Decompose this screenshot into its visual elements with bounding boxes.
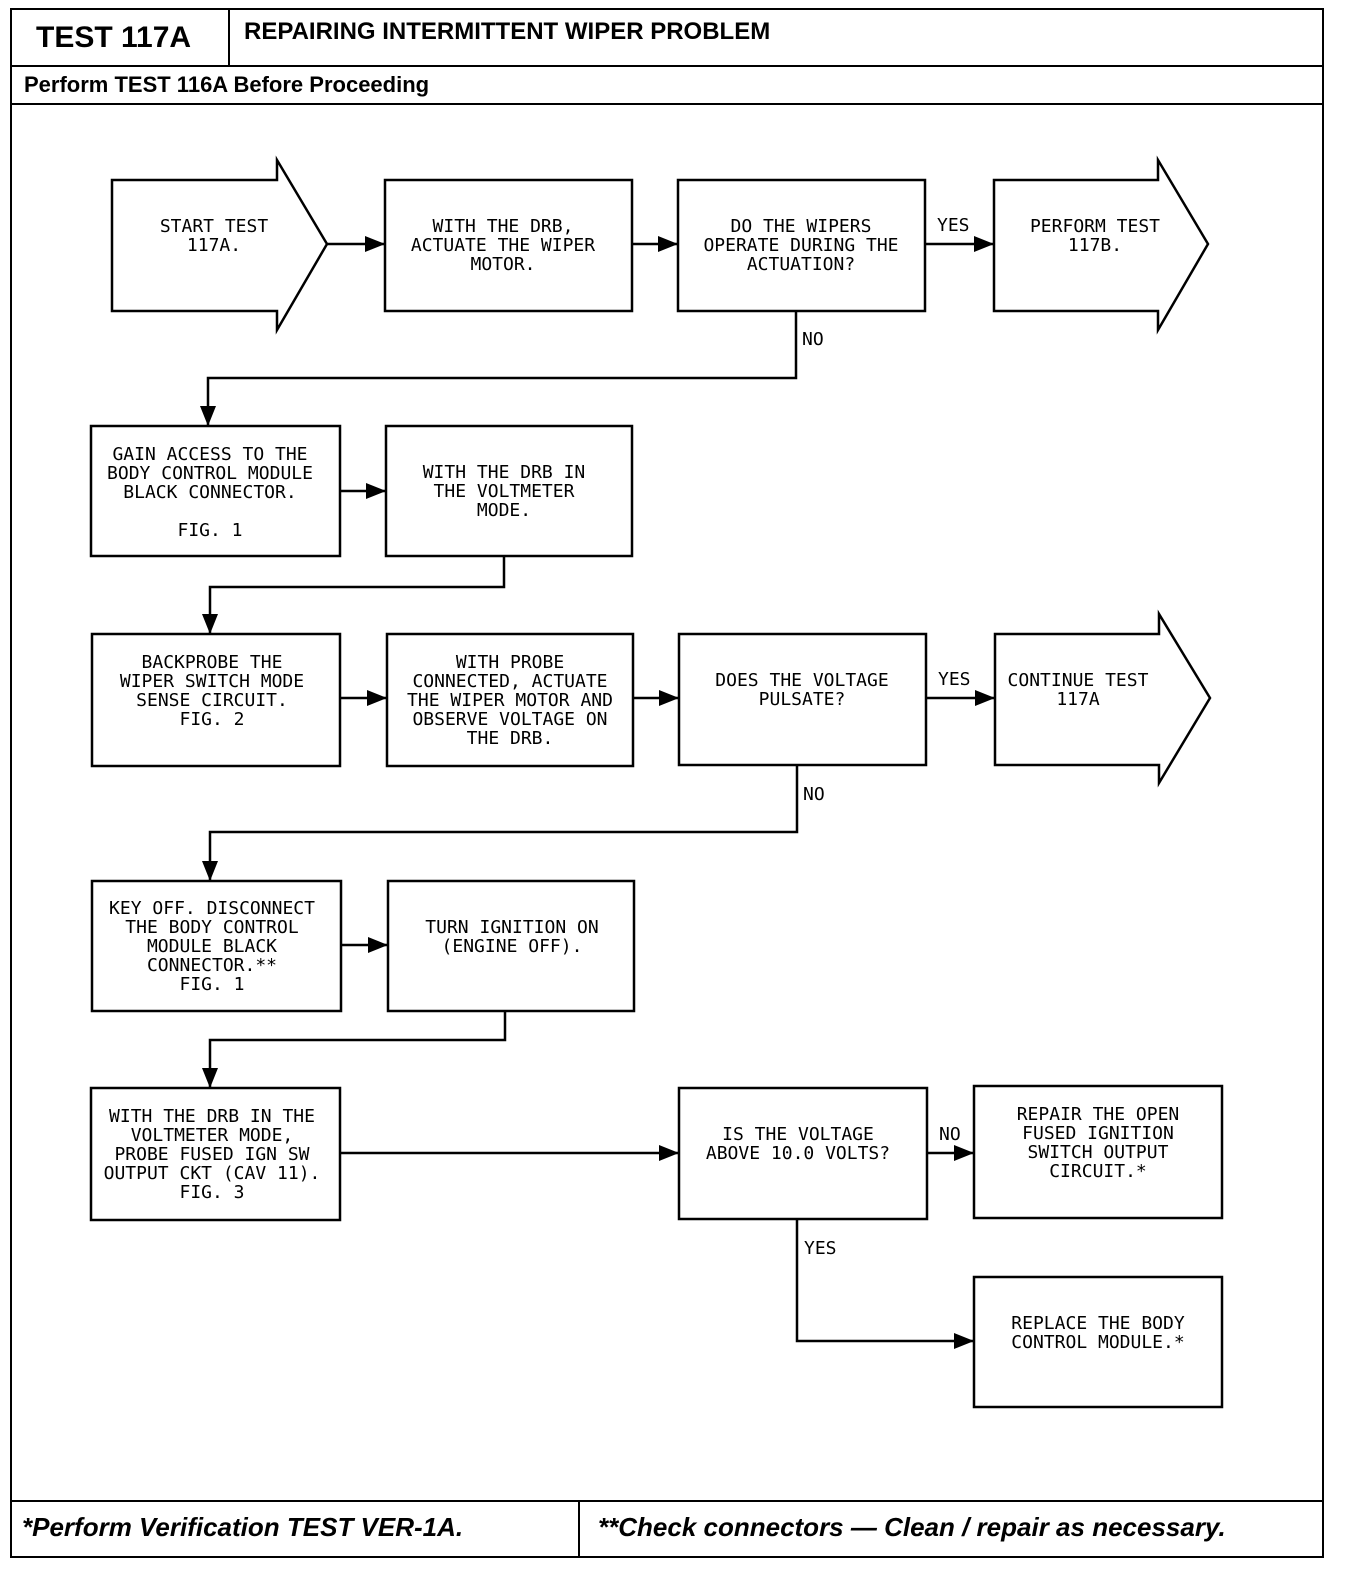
- node-text-line: THE BODY CONTROL: [125, 917, 299, 938]
- node-text-line: 117B.: [1068, 235, 1122, 256]
- connector-voltmeter-to-backprobe: [202, 556, 506, 634]
- footer-verification-note: *Perform Verification TEST VER-1A.: [22, 1512, 464, 1542]
- connector-yes-to-replace: [795, 1219, 974, 1349]
- continue-117a-arrow-shape: [993, 609, 1212, 788]
- node-text-line: CONNECTOR.**: [147, 955, 277, 976]
- node-text-line: CIRCUIT.*: [1049, 1161, 1147, 1182]
- test-procedure-sheet: TEST 117A REPAIRING INTERMITTENT WIPER P…: [10, 8, 1324, 1558]
- node-text-line: ACTUATION?: [747, 254, 855, 275]
- connector-ignition-to-probe: [202, 1011, 507, 1088]
- prerequisite-row: Perform TEST 116A Before Proceeding: [12, 67, 1322, 105]
- connector-no-to-gain-access: [200, 311, 798, 426]
- node-text-line: 117A.: [187, 235, 241, 256]
- node-text-line: WITH THE DRB,: [433, 216, 574, 237]
- header-row: TEST 117A REPAIRING INTERMITTENT WIPER P…: [12, 10, 1322, 67]
- node-text-line: MOTOR.: [470, 254, 535, 275]
- node-text-line: 117A: [1056, 689, 1100, 710]
- footer-divider: [578, 1502, 580, 1556]
- node-text-line: ACTUATE THE WIPER: [411, 235, 595, 256]
- node-text-line: START TEST: [160, 216, 269, 237]
- node-text-line: TURN IGNITION ON: [425, 917, 598, 938]
- node-text-line: FUSED IGNITION: [1022, 1123, 1174, 1144]
- node-text-line: THE DRB.: [467, 728, 554, 749]
- footer: *Perform Verification TEST VER-1A. **Che…: [12, 1500, 1322, 1556]
- node-text-line: MODULE BLACK: [147, 936, 277, 957]
- node-text-line: WITH THE DRB IN: [423, 462, 586, 483]
- node-text-line: FIG. 1: [177, 520, 242, 541]
- node-text-line: DO THE WIPERS: [731, 216, 872, 237]
- node-text-line: REPAIR THE OPEN: [1017, 1104, 1180, 1125]
- node-text-line: KEY OFF. DISCONNECT: [109, 898, 315, 919]
- observe-box: [385, 632, 635, 768]
- footer-connector-note: **Check connectors — Clean / repair as n…: [598, 1512, 1226, 1542]
- node-text-line: BODY CONTROL MODULE: [107, 463, 313, 484]
- wipers-question-box: [676, 178, 927, 313]
- node-text-line: SWITCH OUTPUT: [1028, 1142, 1169, 1163]
- connector-no-to-key-off: [202, 765, 799, 881]
- edge-label-yes-1: YES: [937, 215, 970, 236]
- node-text-line: WITH PROBE: [456, 652, 564, 673]
- node-text-line: FIG. 1: [179, 974, 244, 995]
- node-text-line: OBSERVE VOLTAGE ON: [412, 709, 607, 730]
- node-text-line: FIG. 2: [179, 709, 244, 730]
- node-text-line: ABOVE 10.0 VOLTS?: [706, 1143, 890, 1164]
- node-text-line: IS THE VOLTAGE: [722, 1124, 874, 1145]
- start-arrow-shape: [110, 155, 329, 335]
- node-text-line: CONTINUE TEST: [1008, 670, 1149, 691]
- node-text-line: REPLACE THE BODY: [1011, 1313, 1185, 1334]
- edge-label-yes-2: YES: [938, 669, 971, 690]
- node-text-line: BACKPROBE THE: [142, 652, 283, 673]
- node-text-line: BLACK CONNECTOR.: [123, 482, 296, 503]
- node-text-line: OPERATE DURING THE: [703, 235, 898, 256]
- node-text-line: VOLTMETER MODE,: [131, 1125, 294, 1146]
- node-ignition-on-text: TURN IGNITION ON(ENGINE OFF).: [425, 917, 598, 957]
- node-text-line: GAIN ACCESS TO THE: [112, 444, 307, 465]
- node-text-line: MODE.: [477, 500, 531, 521]
- node-text-line: PROBE FUSED IGN SW: [114, 1144, 309, 1165]
- test-title: REPAIRING INTERMITTENT WIPER PROBLEM: [244, 18, 771, 45]
- pulsate-question-box: [677, 632, 928, 767]
- node-text-line: FIG. 3: [179, 1182, 244, 1203]
- node-text-line: PERFORM TEST: [1030, 216, 1160, 237]
- node-text-line: WIPER SWITCH MODE: [120, 671, 304, 692]
- node-text-line: THE VOLTMETER: [434, 481, 575, 502]
- node-text-line: CONTROL MODULE.*: [1011, 1332, 1184, 1353]
- edge-label-yes-3: YES: [804, 1238, 837, 1259]
- node-text-line: CONNECTED, ACTUATE: [412, 671, 607, 692]
- node-text-line: OUTPUT CKT (CAV 11).: [104, 1163, 321, 1184]
- node-text-line: (ENGINE OFF).: [442, 936, 583, 957]
- node-text-line: WITH THE DRB IN THE: [109, 1106, 315, 1127]
- actuate-box: [383, 178, 634, 313]
- node-text-line: THE WIPER MOTOR AND: [407, 690, 613, 711]
- backprobe-box: [90, 632, 342, 768]
- test-id: TEST 117A: [12, 10, 230, 65]
- node-text-line: PULSATE?: [759, 689, 846, 710]
- node-text-line: DOES THE VOLTAGE: [715, 670, 888, 691]
- perform-117b-arrow-shape: [992, 155, 1210, 335]
- edge-label-no-3: NO: [939, 1124, 961, 1145]
- prerequisite-note: Perform TEST 116A Before Proceeding: [24, 72, 430, 97]
- node-text-line: SENSE CIRCUIT.: [136, 690, 288, 711]
- edge-label-no-1: NO: [802, 329, 824, 350]
- edge-label-no-2: NO: [803, 784, 825, 805]
